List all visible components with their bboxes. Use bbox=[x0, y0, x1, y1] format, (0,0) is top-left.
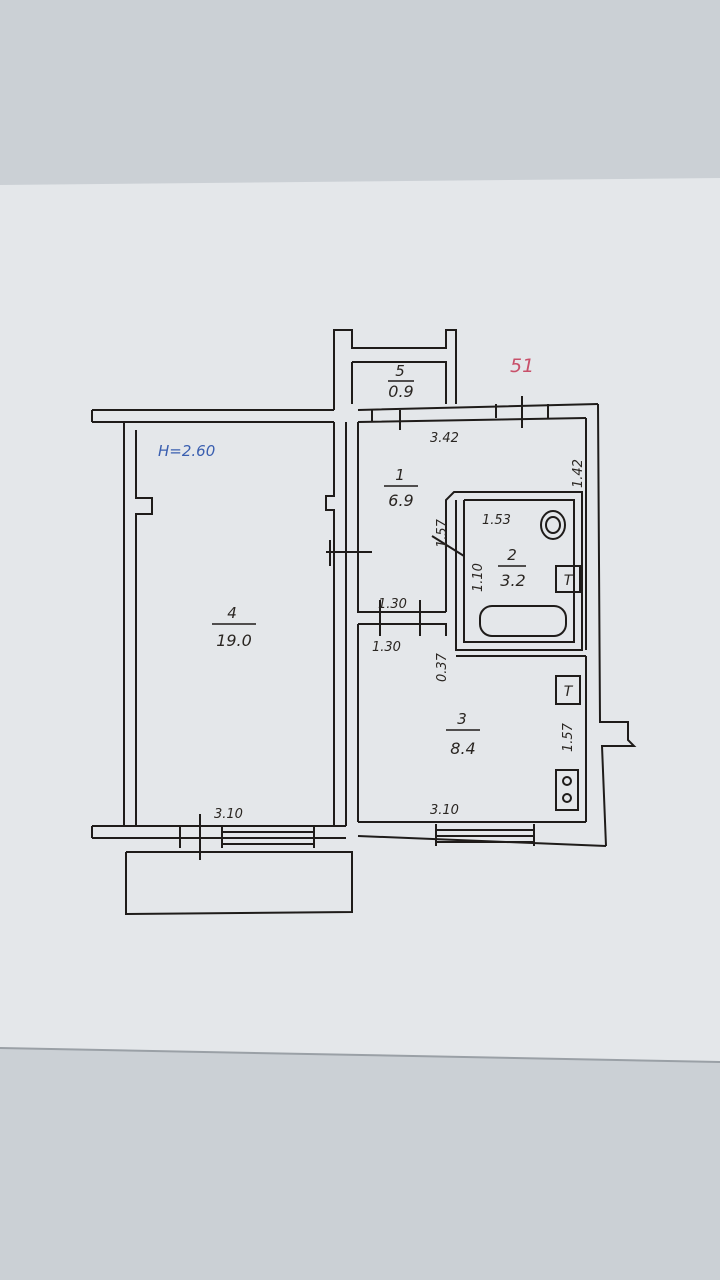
dim-kitchen-top: 1.30 bbox=[372, 640, 401, 655]
water-heater-icon bbox=[555, 565, 581, 593]
bathtub-icon bbox=[479, 605, 567, 637]
bath-fixtures bbox=[479, 510, 581, 811]
room-1-number: 1 bbox=[395, 466, 405, 484]
dim-kitchen-side: 0.37 bbox=[435, 652, 450, 682]
dim-hall-top: 3.42 bbox=[430, 431, 459, 446]
water-heater-icon-kitchen bbox=[555, 675, 581, 705]
sheet-number: 51 bbox=[510, 355, 534, 377]
room-4-number: 4 bbox=[227, 604, 237, 622]
room-2-area: 3.2 bbox=[500, 571, 525, 590]
dim-hall-right: 1.42 bbox=[571, 459, 586, 488]
room-5-number: 5 bbox=[395, 362, 405, 380]
stove-icon bbox=[555, 769, 579, 811]
paper-sheet bbox=[0, 178, 720, 1062]
dim-hall-bottom: 1.30 bbox=[378, 597, 407, 612]
sink-icon bbox=[540, 510, 566, 540]
dim-bath-side-upper: 1.57 bbox=[435, 518, 450, 548]
walls bbox=[91, 329, 637, 916]
dim-kitchen-bottom: 3.10 bbox=[430, 803, 459, 818]
room-1-area: 6.9 bbox=[388, 491, 413, 510]
heater-mark-kitchen: T bbox=[564, 684, 574, 700]
dim-bath-side-lower: 1.10 bbox=[471, 563, 486, 592]
room-5-area: 0.9 bbox=[388, 382, 413, 401]
ceiling-height-note: H=2.60 bbox=[158, 442, 215, 460]
dim-kitchen-right: 1.57 bbox=[561, 722, 576, 752]
dim-bath-top: 1.53 bbox=[482, 513, 511, 528]
paper-edge bbox=[0, 1047, 720, 1063]
room-4-area: 19.0 bbox=[216, 631, 252, 650]
room-3-number: 3 bbox=[457, 710, 467, 728]
room-2-number: 2 bbox=[507, 546, 517, 564]
dim-room4-bottom: 3.10 bbox=[214, 807, 243, 822]
heater-mark-bath: T bbox=[564, 573, 574, 589]
room-3-area: 8.4 bbox=[450, 739, 475, 758]
